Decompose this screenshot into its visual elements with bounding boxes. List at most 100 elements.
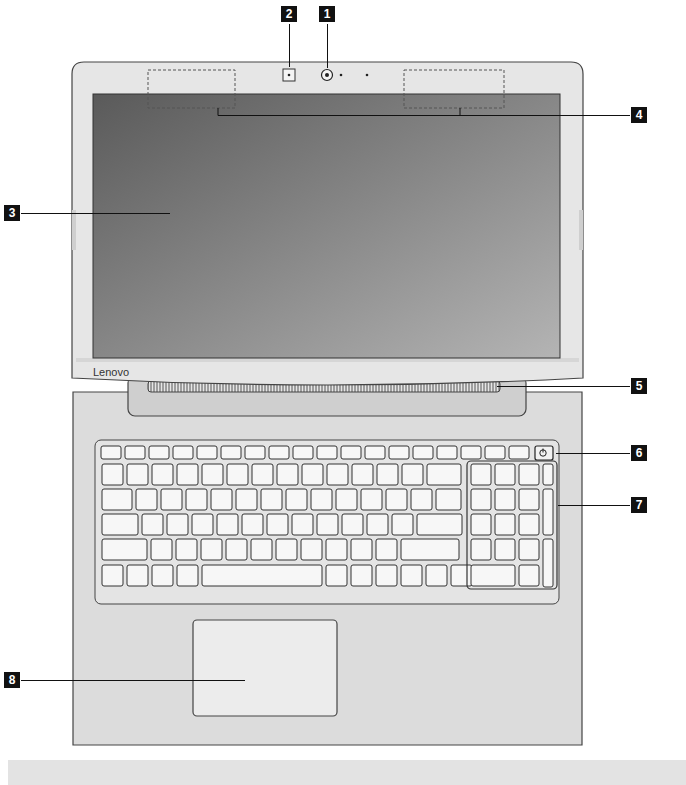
key xyxy=(326,565,347,586)
key xyxy=(267,514,288,535)
key xyxy=(543,489,553,535)
key xyxy=(177,565,198,586)
key xyxy=(125,446,145,459)
camera xyxy=(322,70,333,81)
key xyxy=(495,514,515,535)
key xyxy=(471,464,491,485)
callout-number: 5 xyxy=(631,378,647,394)
key xyxy=(136,489,157,510)
key xyxy=(336,489,357,510)
brand-logo: Lenovo xyxy=(93,366,129,379)
key xyxy=(351,565,372,586)
callout-number: 4 xyxy=(631,107,647,123)
key xyxy=(417,514,462,535)
antenna-area xyxy=(404,70,504,108)
key xyxy=(292,514,313,535)
key xyxy=(302,464,323,485)
key xyxy=(276,539,297,560)
lid-side xyxy=(72,210,76,250)
key xyxy=(269,446,289,459)
key xyxy=(177,464,198,485)
key xyxy=(127,565,148,586)
key xyxy=(519,514,539,535)
lid-side xyxy=(579,210,583,250)
key xyxy=(365,446,385,459)
footer-band xyxy=(8,760,686,785)
key xyxy=(519,539,539,560)
keys xyxy=(101,446,553,587)
key xyxy=(436,489,461,510)
key xyxy=(202,464,223,485)
key xyxy=(245,446,265,459)
key xyxy=(101,446,121,459)
key xyxy=(127,464,148,485)
key xyxy=(327,464,348,485)
key xyxy=(227,464,248,485)
key xyxy=(317,446,337,459)
key xyxy=(427,464,461,485)
key xyxy=(413,446,433,459)
callout-number: 1 xyxy=(319,6,335,22)
key xyxy=(411,489,432,510)
key xyxy=(251,539,272,560)
key xyxy=(341,446,361,459)
key xyxy=(495,489,515,510)
key xyxy=(151,539,172,560)
touchpad xyxy=(193,620,337,716)
microphone xyxy=(283,69,295,81)
key xyxy=(519,565,539,586)
key xyxy=(377,464,398,485)
leader-lines xyxy=(21,24,630,681)
key xyxy=(471,565,515,586)
antenna-area xyxy=(148,70,235,108)
key xyxy=(152,565,173,586)
key xyxy=(317,514,338,535)
key xyxy=(102,565,123,586)
key xyxy=(402,464,423,485)
key xyxy=(401,539,459,560)
key xyxy=(495,464,515,485)
key xyxy=(186,489,207,510)
callout-number: 7 xyxy=(631,497,647,513)
key xyxy=(221,446,241,459)
key xyxy=(173,446,193,459)
key xyxy=(226,539,247,560)
key xyxy=(392,514,413,535)
callout-number: 2 xyxy=(281,6,297,22)
laptop-lid xyxy=(72,62,583,385)
key xyxy=(352,464,373,485)
key xyxy=(351,539,372,560)
key xyxy=(261,489,282,510)
laptop-base xyxy=(73,392,582,745)
bezel-edge xyxy=(76,358,579,362)
key xyxy=(149,446,169,459)
key xyxy=(376,565,397,586)
key xyxy=(293,446,313,459)
key xyxy=(167,514,188,535)
key xyxy=(277,464,298,485)
key xyxy=(301,539,322,560)
key xyxy=(311,489,332,510)
numeric-keypad-outline xyxy=(467,461,557,589)
key xyxy=(217,514,238,535)
key xyxy=(192,514,213,535)
key xyxy=(519,464,539,485)
key xyxy=(326,539,347,560)
key xyxy=(342,514,363,535)
key xyxy=(361,489,382,510)
key xyxy=(461,446,481,459)
key xyxy=(437,446,457,459)
key xyxy=(152,464,173,485)
key xyxy=(252,464,273,485)
key xyxy=(401,565,422,586)
key xyxy=(176,539,197,560)
key xyxy=(471,514,491,535)
key xyxy=(242,514,263,535)
key xyxy=(495,539,515,560)
key xyxy=(102,489,132,510)
key xyxy=(509,446,529,459)
key xyxy=(201,539,222,560)
key xyxy=(543,464,553,485)
key xyxy=(197,446,217,459)
